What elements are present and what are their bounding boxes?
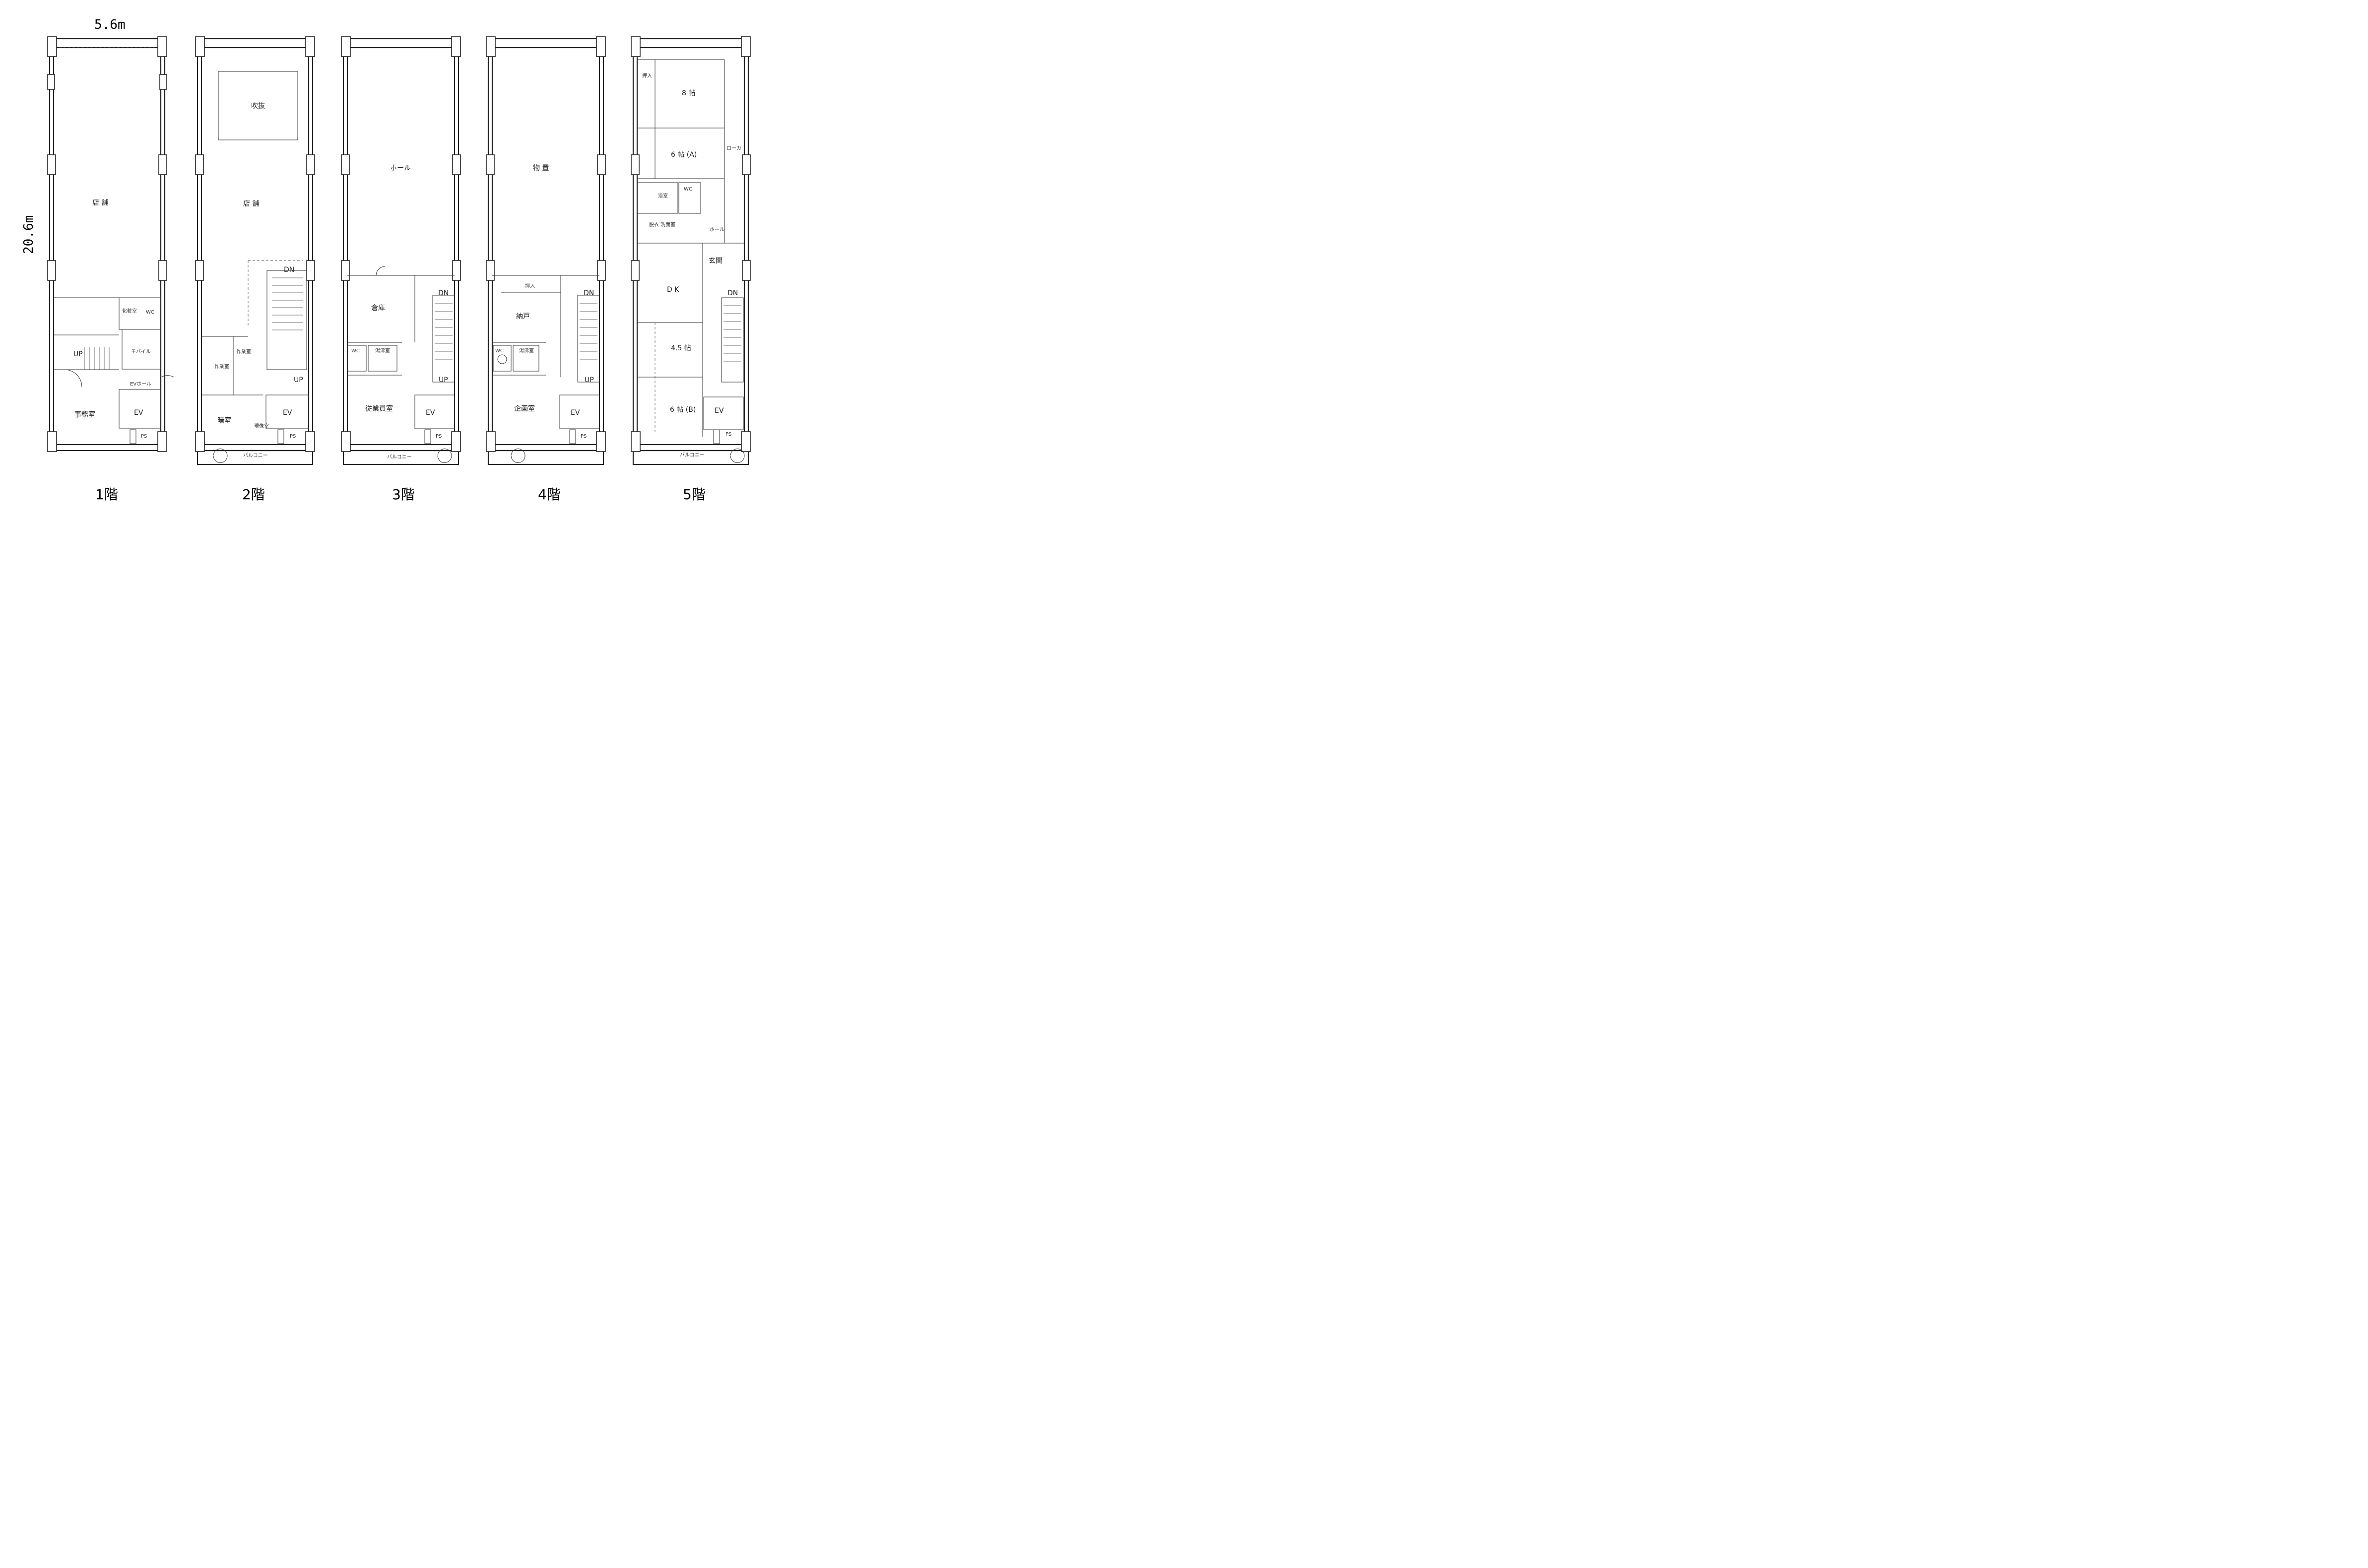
floor-4-storage-room: 納戸 bbox=[516, 313, 530, 321]
floor-2-label: 2階 bbox=[242, 486, 265, 503]
floor-2-ev: EV bbox=[283, 409, 292, 417]
depth-dimension: 20.6m bbox=[21, 215, 36, 254]
floor-5-label: 5階 bbox=[683, 486, 706, 503]
floor-2-dark-room: 暗室 bbox=[217, 416, 231, 425]
floor-2-dn: DN bbox=[284, 266, 294, 274]
floor-5-wash-room: 脱衣 洗面室 bbox=[649, 221, 675, 228]
floor-3-plan: ホール 倉庫 WC 湯沸室 従業員室 DN UP EV PS バルコニー 3階 bbox=[341, 36, 461, 503]
floor-5-closet-top: 押入 bbox=[642, 72, 652, 79]
floor-5-room-4-5: 4.5 帖 bbox=[671, 344, 691, 352]
floor-5-balcony: バルコニー bbox=[680, 452, 705, 458]
floor-1-ps: PS bbox=[141, 434, 147, 439]
floor-5-ev: EV bbox=[715, 407, 724, 415]
floor-2-work-room-2: 作業室 bbox=[236, 348, 251, 355]
floor-4-planning-room: 企画室 bbox=[514, 404, 535, 413]
floor-4-ps: PS bbox=[581, 434, 587, 439]
floor-plan-diagram: 5.6m 20.6m 店 舗 bbox=[21, 17, 751, 503]
floor-3-storage: 倉庫 bbox=[371, 304, 385, 312]
floor-4-closet: 押入 bbox=[525, 283, 535, 289]
floor-3-dn: DN bbox=[438, 289, 449, 297]
floor-1-ev-hall: EVホール bbox=[130, 381, 151, 387]
floor-2-plan: 吹抜 店 舗 DN 作業室 作業室 UP 暗室 現像室 EV PS バルコニー … bbox=[195, 36, 315, 503]
floor-1-wc: WC bbox=[146, 310, 154, 315]
floor-4-plan: 物 置 押入 納戸 WC 湯沸室 企画室 DN UP EV PS 4階 bbox=[486, 36, 606, 503]
floor-5-room-8: 8 帖 bbox=[682, 89, 695, 97]
floor-5-corridor: ローカ bbox=[726, 145, 741, 151]
floor-5-bath: 浴室 bbox=[658, 193, 668, 199]
floor-2-ps: PS bbox=[290, 434, 296, 439]
floor-2-work-room: 作業室 bbox=[214, 363, 229, 370]
floor-4-ev: EV bbox=[571, 409, 580, 417]
floor-5-wc: WC bbox=[684, 187, 692, 192]
floor-3-balcony: バルコニー bbox=[387, 454, 412, 460]
floor-1-ev: EV bbox=[134, 409, 143, 417]
floor-5-room-6a: 6 帖 (A) bbox=[671, 151, 697, 159]
width-dimension: 5.6m bbox=[94, 17, 126, 32]
floor-3-ps: PS bbox=[436, 434, 442, 439]
floor-3-staff-room: 従業員室 bbox=[365, 404, 393, 413]
floor-2-up: UP bbox=[294, 376, 303, 384]
floor-1-shop: 店 舗 bbox=[92, 199, 108, 207]
floor-2-shop: 店 舗 bbox=[243, 200, 259, 208]
floor-1-office: 事務室 bbox=[74, 410, 95, 419]
floor-1-mobile: モバイル bbox=[131, 349, 151, 355]
floor-3-label: 3階 bbox=[392, 486, 415, 503]
floor-5-hall: ホール bbox=[710, 227, 724, 233]
floor-4-dn: DN bbox=[584, 289, 594, 297]
floor-5-ps: PS bbox=[725, 432, 731, 437]
floor-2-balcony: バルコニー bbox=[243, 453, 268, 458]
floor-5-plan: 押入 8 帖 6 帖 (A) ローカ 浴室 WC 脱衣 洗面室 ホール 玄関 D… bbox=[631, 36, 751, 503]
floor-1-up: UP bbox=[73, 350, 83, 358]
floor-4-wc: WC bbox=[495, 348, 504, 354]
floor-4-wash-room: 湯沸室 bbox=[519, 347, 534, 354]
floor-3-hall: ホール bbox=[390, 164, 411, 172]
floor-4-storage-main: 物 置 bbox=[533, 164, 549, 172]
floor-5-room-6b: 6 帖 (B) bbox=[670, 406, 696, 414]
floor-2-void: 吹抜 bbox=[251, 102, 265, 110]
floor-1-plan: 店 舗 化粧室 WC UP モバイル EVホール 事務室 EV PS 1階 bbox=[47, 36, 174, 503]
floor-2-archive: 現像室 bbox=[254, 423, 269, 429]
floor-3-ev: EV bbox=[426, 409, 435, 417]
floor-1-toilet: 化粧室 bbox=[122, 308, 137, 314]
floor-3-wash-room: 湯沸室 bbox=[375, 347, 390, 354]
floor-4-label: 4階 bbox=[538, 486, 561, 503]
floor-1-label: 1階 bbox=[95, 486, 118, 503]
floor-5-dk: D K bbox=[667, 286, 679, 294]
floor-3-wc: WC bbox=[351, 348, 360, 354]
floor-3-up: UP bbox=[439, 376, 448, 384]
floor-5-entry: 玄関 bbox=[709, 257, 723, 265]
floor-5-dn: DN bbox=[727, 289, 738, 297]
floor-4-up: UP bbox=[585, 376, 594, 384]
